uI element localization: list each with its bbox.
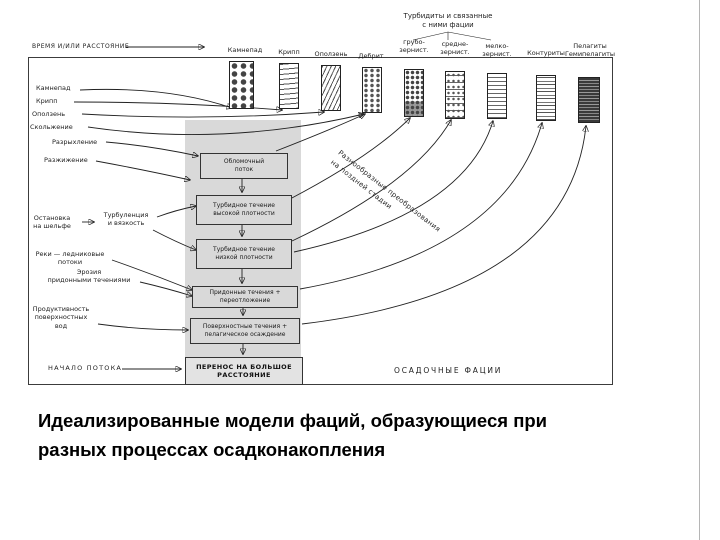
arrow-rockfall-to-column [79,88,232,108]
column-header-medium: средне- зернист. [440,40,470,57]
arrow-turbulence-to-low-density [152,229,196,250]
arrow-low-density-to-medium [291,120,451,242]
stage-debris-flow: Обломочный поток [200,153,288,179]
arrow-low-density-to-fine [293,121,493,253]
specimen-column-pelagites [578,77,600,123]
stage-bottom-currents: Придонные течения + переотложение [192,286,298,308]
column-header-contourites: Контуриты [527,49,565,57]
specimen-column-rockfall [229,61,254,109]
process-label-creep: Крипп [36,97,58,105]
flow-start-label: НАЧАЛО ПОТОКА [48,364,123,372]
arrow-turbulence-to-high-density [156,206,196,218]
process-label-slide: Оползень [32,110,66,118]
arrow-slump-to-column [87,114,364,135]
arrow-erosion-to-bottom-currents [139,281,192,296]
arrow-debris-flow-to-debrite [275,114,365,152]
specimen-column-contourites [536,75,556,121]
figure-caption: Идеализированные модели фаций, образующи… [38,410,548,460]
arrow-surface-currents-to-pelagites [301,126,586,325]
process-label-slump: Скольжение [30,123,73,131]
turbidites-group-header: Турбидиты и связанные с ними фации [403,12,493,30]
time-axis-label: ВРЕМЯ И/ИЛИ РАССТОЯНИЕ [32,43,130,50]
arrow-liquefaction-to-panel [95,160,190,180]
stage-low-density-turbidity: Турбидное течение низкой плотности [196,239,292,269]
process-label-rivers-glacial: Реки — ледниковые потоки [35,250,105,267]
arrow-productivity-to-surface-currents [97,323,188,330]
specimen-column-fine [487,73,507,119]
column-header-rockfall: Камнепад [227,46,263,54]
arrow-high-density-to-coarse [289,118,410,200]
column-header-fine: мелко- зернист. [482,42,512,59]
process-label-loosening: Разрыхление [52,138,98,146]
arrow-rivers-to-bottom-currents [111,259,192,290]
specimen-column-medium [445,71,465,119]
column-header-slide: Оползень [314,50,348,58]
arrow-bottom-currents-to-contourites [299,123,542,290]
process-label-rockfall: Камнепад [36,84,71,92]
column-header-coarse: грубо- зернист. [399,38,429,55]
specimen-column-creep [279,63,299,109]
column-header-pelagites: Пелагиты Гемипелагиты [564,42,616,59]
column-header-creep: Крипп [278,48,300,56]
long-distance-transport-box: ПЕРЕНОС НА БОЛЬШОЕ РАССТОЯНИЕ [185,357,303,385]
specimen-column-coarse [404,69,424,117]
group-bracket-right [447,31,492,41]
process-label-liquefaction: Разжижение [44,156,88,164]
arrow-loosening-to-debris-flow [105,141,198,156]
diagram-frame [28,57,613,385]
stage-surface-currents: Поверхностные течения + пелагическое оса… [190,318,300,344]
stage-high-density-turbidity: Турбидное течение высокой плотности [196,195,292,225]
scan-edge-line [699,0,700,540]
process-label-turbulence: Турбуленция и вязкость [103,211,149,228]
sedimentary-facies-label: ОСАДОЧНЫЕ ФАЦИИ [394,366,503,375]
specimen-column-slide [321,65,341,111]
group-bracket-left [412,31,449,41]
process-label-productivity: Продуктивность поверхностных вод [32,305,90,330]
process-label-shelf-stop: Остановка на шельфе [33,214,71,231]
column-header-debrite: Дебрит [358,52,384,60]
specimen-column-debrite [362,67,382,113]
process-label-erosion: Эрозия придонными течениями [47,268,131,285]
arrow-slide-to-column [81,112,324,118]
arrow-creep-to-column [73,101,282,110]
